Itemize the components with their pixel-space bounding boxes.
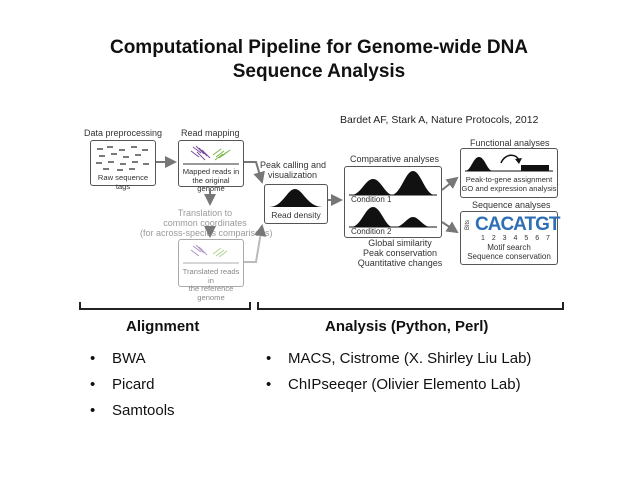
alignment-heading: Alignment [126, 318, 200, 335]
quantitative-changes: Quantitative changes [357, 258, 443, 268]
alignment-tools-list: • BWA • Picard • Samtools [90, 346, 175, 424]
comparative-peaks-icon [349, 171, 437, 228]
functional-analyses-box: Peak-to-gene assignment GO and expressio… [460, 148, 558, 198]
data-preprocessing-label: Data preprocessing [84, 128, 163, 138]
peak-to-gene-caption: Peak-to-gene assignment GO and expressio… [461, 175, 557, 193]
read-density-caption: Read density [271, 210, 321, 220]
raw-tags-caption: Raw sequence tags [97, 173, 149, 191]
arrow-translated-to-peak [244, 224, 267, 263]
analysis-heading: Analysis (Python, Perl) [325, 318, 489, 335]
comparative-results: Global similarity Peak conservation Quan… [350, 238, 450, 268]
list-item: • MACS, Cistrome (X. Shirley Liu Lab) [266, 346, 531, 372]
peak-calling-line1: Peak calling and [260, 160, 327, 170]
alignment-tool-bwa: BWA [112, 350, 146, 367]
translated-reads-caption-line2: the reference genome [188, 284, 234, 302]
peak-calling-line2: visualization [268, 170, 318, 180]
functional-analyses-label: Functional analyses [470, 138, 550, 148]
mapped-reads-caption-line1: Mapped reads in [182, 167, 240, 176]
slide-title-line2: Sequence Analysis [232, 61, 406, 82]
condition2-label: Condition 2 [351, 227, 392, 236]
motif-logo: CACATGT [475, 214, 560, 236]
sequence-analyses-box: Bits CACATGT 1 2 3 4 5 6 7 Motif search … [460, 211, 560, 265]
peak-conservation: Peak conservation [362, 248, 438, 258]
sequence-analyses-label: Sequence analyses [472, 200, 551, 210]
translation-line2: common coordinates [163, 218, 247, 228]
translated-reads-caption-line1: Translated reads in [182, 267, 240, 285]
raw-tags-box: Raw sequence tags [90, 140, 156, 190]
analysis-tools-list: • MACS, Cistrome (X. Shirley Liu Lab) • Ch… [266, 346, 531, 398]
comparative-analyses-label: Comparative analyses [350, 154, 440, 164]
alignment-bracket [79, 302, 251, 310]
read-mapping-label: Read mapping [181, 128, 240, 138]
analysis-tool-chipseeqer: ChIPseeqer (Olivier Elemento Lab) [288, 376, 521, 393]
analysis-bracket [257, 302, 564, 310]
motif-caption: Motif search Sequence conservation [461, 243, 557, 261]
peak-to-gene-icon [465, 154, 553, 172]
mapped-reads-icon [183, 145, 239, 165]
slide-title: Computational Pipeline for Genome-wide D… [0, 36, 638, 84]
analysis-tool-macs: MACS, Cistrome (X. Shirley Liu Lab) [288, 350, 532, 367]
bullet: • [90, 376, 96, 393]
list-item: • Samtools [90, 398, 175, 424]
motif-search-label: Motif search [487, 243, 531, 252]
arrow-to-sequence [441, 221, 459, 234]
translated-reads-icon [183, 244, 239, 264]
peak-to-gene-line1: Peak-to-gene assignment [465, 175, 553, 184]
peak-to-gene-line2: GO and expression analysis [461, 183, 557, 193]
alignment-tool-picard: Picard [112, 376, 155, 393]
motif-positions: 1 2 3 4 5 6 7 [481, 235, 553, 242]
global-similarity: Global similarity [368, 238, 432, 248]
list-item: • Picard [90, 372, 175, 398]
translated-reads-box: Translated reads in the reference genome [178, 239, 244, 301]
read-density-peak-icon [269, 189, 323, 207]
list-item: • BWA [90, 346, 175, 372]
arrow-to-functional [441, 176, 459, 191]
bullet: • [266, 376, 272, 393]
alignment-tool-samtools: Samtools [112, 402, 175, 419]
arrow-mapping-to-peak [244, 161, 265, 184]
slide-title-line1: Computational Pipeline for Genome-wide D… [109, 37, 529, 58]
translation-line1: Translation to [177, 208, 233, 218]
sequence-conservation-label: Sequence conservation [467, 251, 551, 261]
condition1-label: Condition 1 [351, 195, 392, 204]
peak-calling-label: Peak calling and visualization [260, 160, 326, 180]
raw-tags-icon [96, 146, 149, 171]
bullet: • [266, 350, 272, 367]
translated-reads-caption: Translated reads in the reference genome [179, 267, 243, 302]
comparative-analyses-box: Condition 1 Condition 2 [344, 166, 442, 238]
bullet: • [90, 350, 96, 367]
citation: Bardet AF, Stark A, Nature Protocols, 20… [340, 114, 539, 126]
bullet: • [90, 402, 96, 419]
list-item: • ChIPseeqer (Olivier Elemento Lab) [266, 372, 531, 398]
motif-logo-text: CACATGT [475, 214, 560, 235]
read-density-box: Read density [264, 184, 328, 224]
